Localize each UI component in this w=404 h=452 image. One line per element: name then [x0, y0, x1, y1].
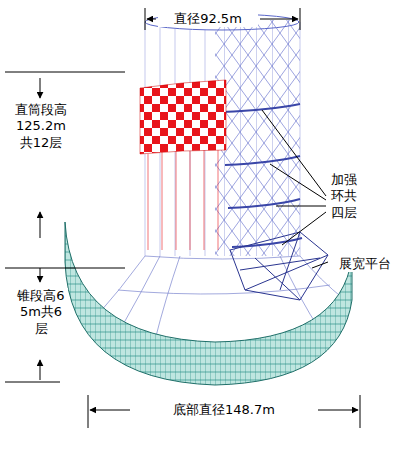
checker-panel	[140, 80, 226, 154]
widened-platform	[230, 232, 328, 300]
dimension-lines	[5, 8, 360, 428]
base-wall	[65, 222, 352, 385]
panel-drop-lines	[148, 150, 218, 250]
ring-label: 加强环共四层	[329, 172, 359, 221]
cone-height-label: 锥段高65m共6层	[14, 288, 68, 337]
leader-lines	[262, 110, 328, 268]
platform-label: 展宽平台	[330, 256, 400, 272]
cylinder-height-label: 直筒段高125.2m共12层	[14, 102, 68, 151]
stiffening-rings	[222, 104, 302, 247]
base-diameter-label: 底部直径148.7m	[132, 402, 316, 418]
shell-lattice	[215, 20, 300, 256]
diameter-label: 直径92.5m	[158, 11, 258, 27]
